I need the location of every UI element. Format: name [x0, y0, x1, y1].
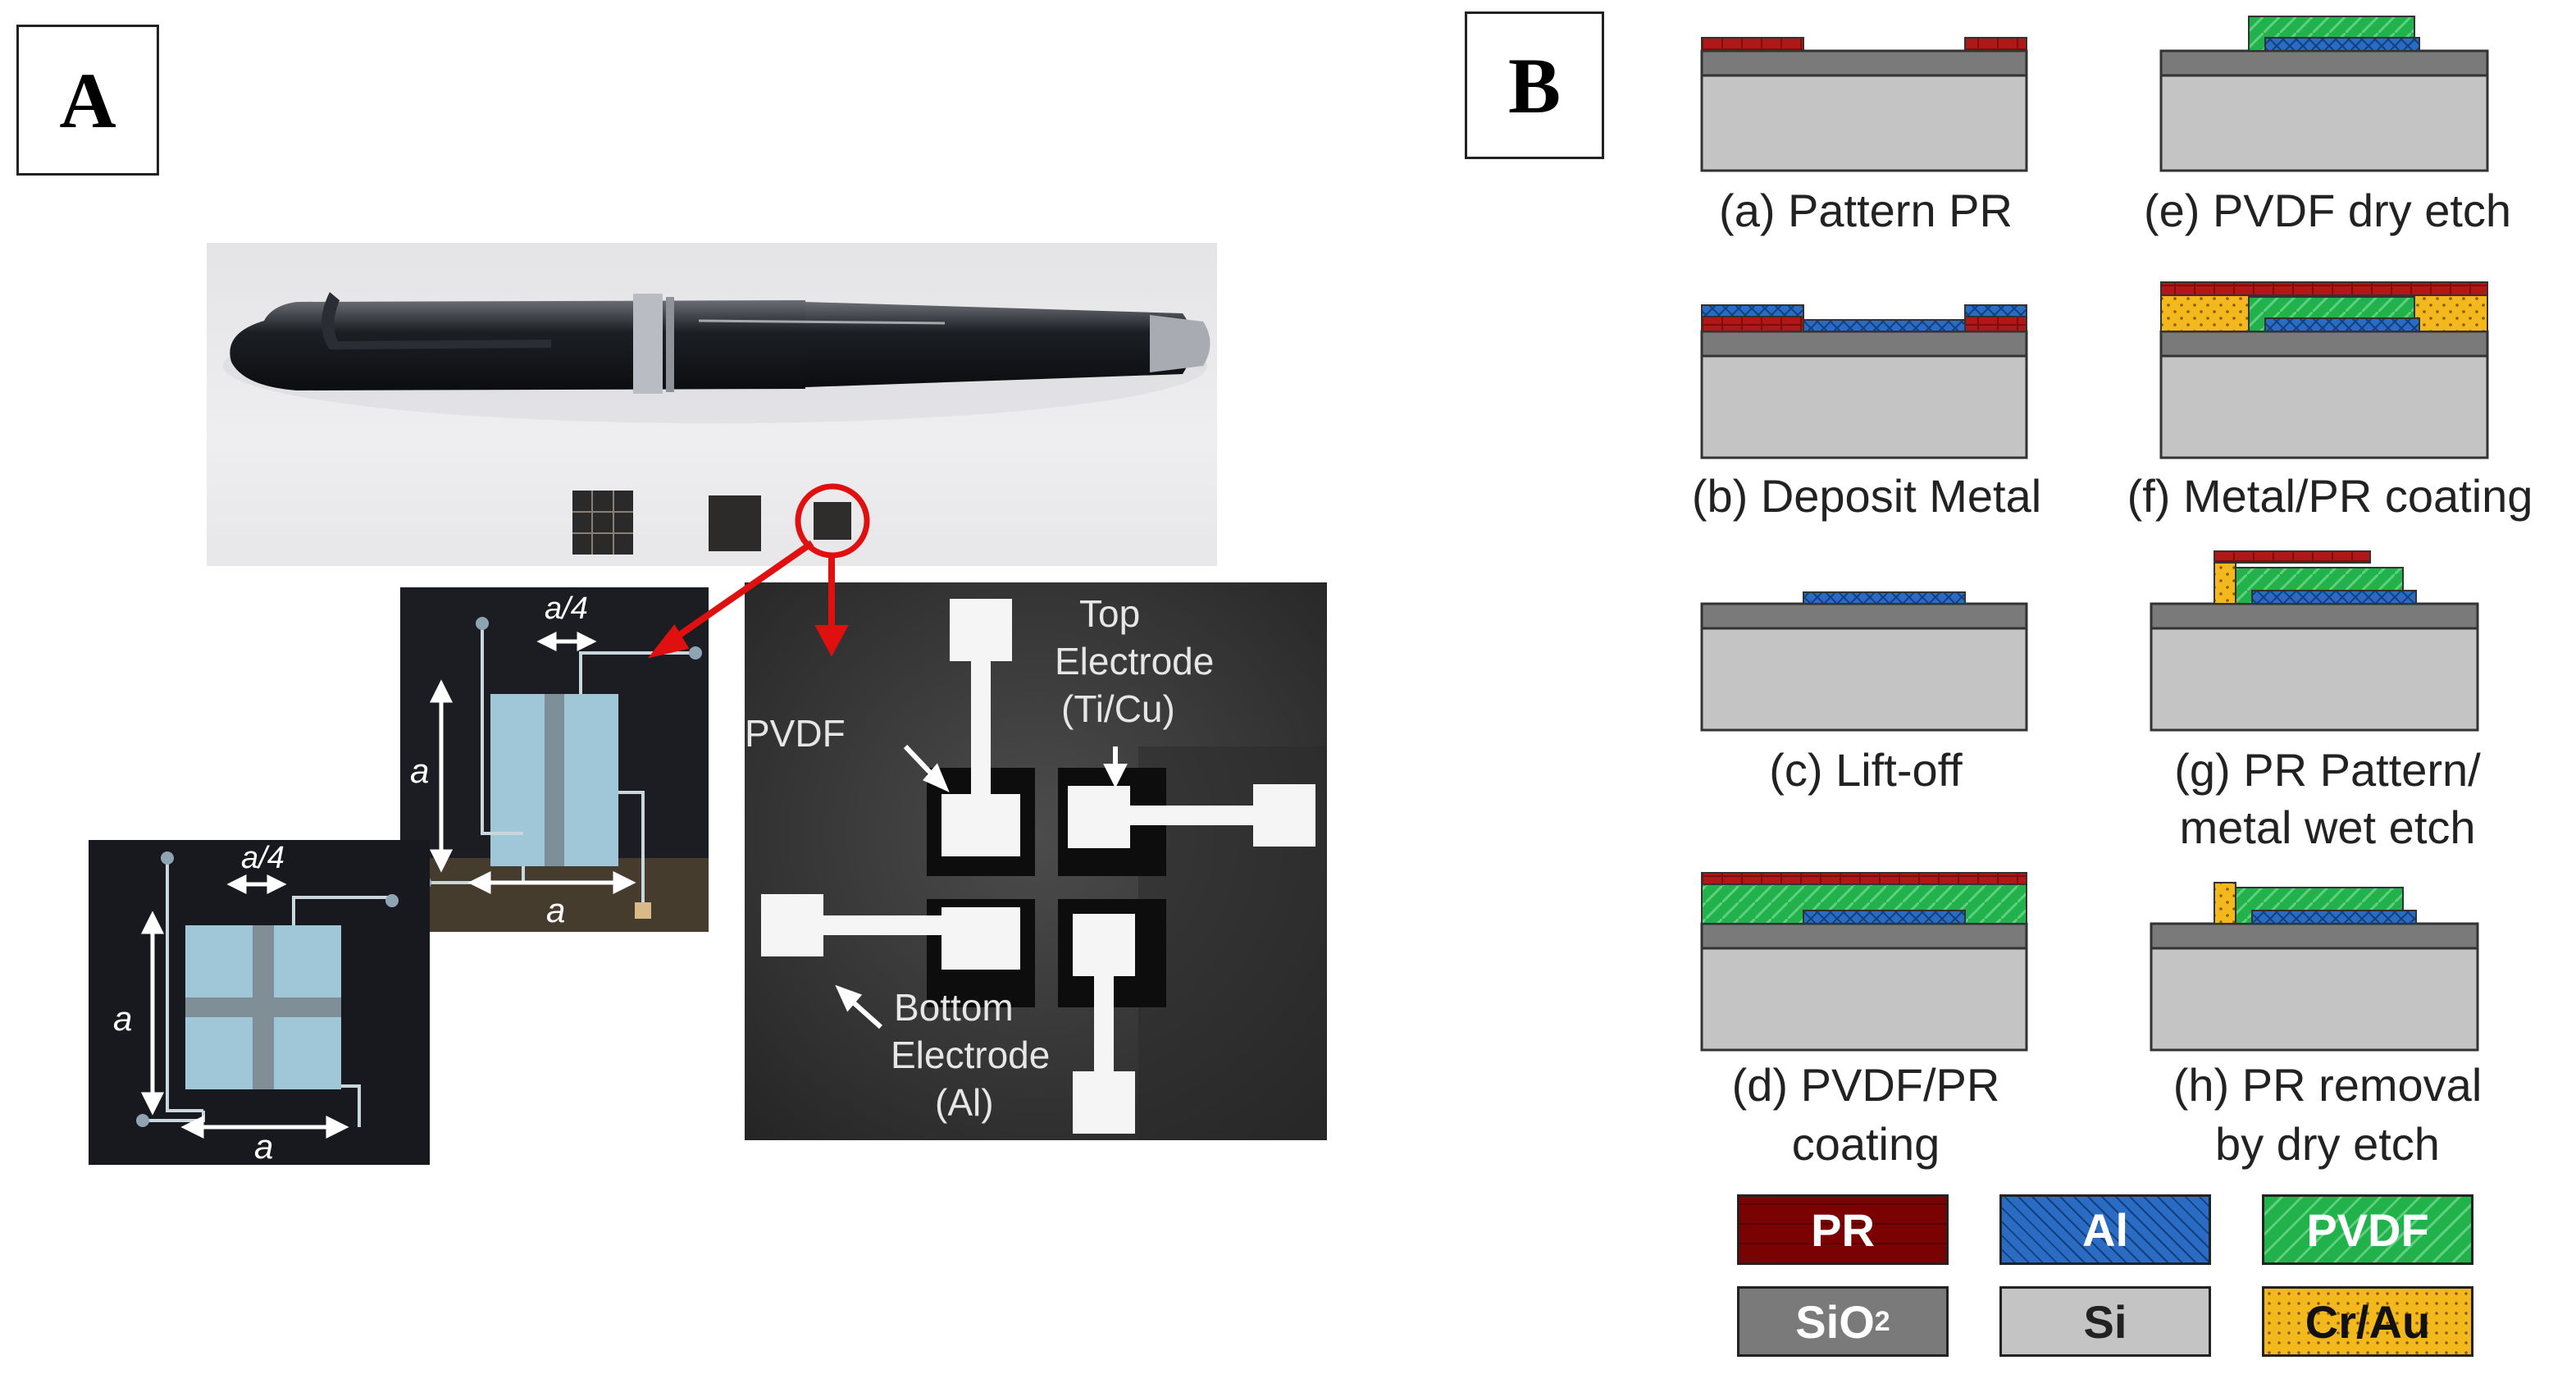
step-b-diagram [1700, 304, 2028, 459]
legend-crau: Cr/Au [2262, 1286, 2473, 1357]
step-a-diagram [1700, 37, 2028, 172]
device-lower-quarter-label: a/4 [241, 841, 285, 875]
device-upper-quarter-label: a/4 [545, 591, 588, 626]
legend-al: Al [1999, 1194, 2211, 1265]
step-e-diagram [2159, 16, 2489, 172]
device-photo-upper: a/4 a a [400, 587, 709, 932]
step-g-caption-2: metal wet etch [2179, 801, 2476, 853]
step-f-caption: (f) Metal/PR coating [2127, 470, 2533, 522]
step-c-caption: (c) Lift-off [1769, 744, 1963, 796]
panel-b-label: B [1465, 11, 1604, 159]
panel-a-label: A [16, 25, 159, 176]
device-upper-illustration: a/4 a a [400, 587, 709, 932]
step-h-caption-1: (h) PR removal [2173, 1059, 2483, 1111]
top-electrode-label-3: (Ti/Cu) [1061, 687, 1175, 730]
device-lower-bottom-label: a [254, 1127, 273, 1165]
step-h-caption-2: by dry etch [2215, 1118, 2440, 1170]
step-a-caption: (a) Pattern PR [1719, 185, 2013, 236]
step-g-caption-1: (g) PR Pattern/ [2174, 744, 2481, 796]
pvdf-label: PVDF [745, 712, 846, 755]
device-photo-lower: a/4 a a [89, 840, 430, 1165]
top-electrode-label-1: Top [1079, 592, 1140, 635]
device-upper-bottom-label: a [546, 891, 565, 929]
step-d-caption-2: coating [1791, 1118, 1940, 1170]
bottom-electrode-label-2: Electrode [891, 1034, 1050, 1076]
device-lower-illustration: a/4 a a [89, 840, 430, 1165]
top-electrode-label-2: Electrode [1055, 640, 1214, 682]
step-h-diagram [2150, 882, 2479, 1052]
step-f-diagram [2159, 281, 2489, 459]
bottom-electrode-label-1: Bottom [894, 986, 1014, 1029]
step-d-caption-1: (d) PVDF/PR [1731, 1059, 2000, 1111]
step-e-caption: (e) PVDF dry etch [2143, 185, 2512, 236]
step-b-caption: (b) Deposit Metal [1691, 470, 2042, 522]
device-lower-side-label: a [113, 999, 132, 1038]
legend-pvdf: PVDF [2262, 1194, 2473, 1265]
step-d-diagram [1700, 872, 2028, 1052]
closeup-photo: PVDF Top Electrode (Ti/Cu) Bottom Electr… [745, 582, 1327, 1140]
legend-pr: PR [1737, 1194, 1949, 1265]
legend-si: Si [1999, 1286, 2211, 1357]
bottom-electrode-label-3: (Al) [935, 1081, 994, 1124]
device-upper-side-label: a [410, 751, 429, 790]
pen-photo [207, 243, 1217, 566]
step-c-diagram [1700, 591, 2028, 732]
closeup-illustration: PVDF Top Electrode (Ti/Cu) Bottom Electr… [745, 582, 1327, 1140]
pen-illustration [223, 292, 1210, 559]
step-g-diagram [2150, 550, 2479, 732]
